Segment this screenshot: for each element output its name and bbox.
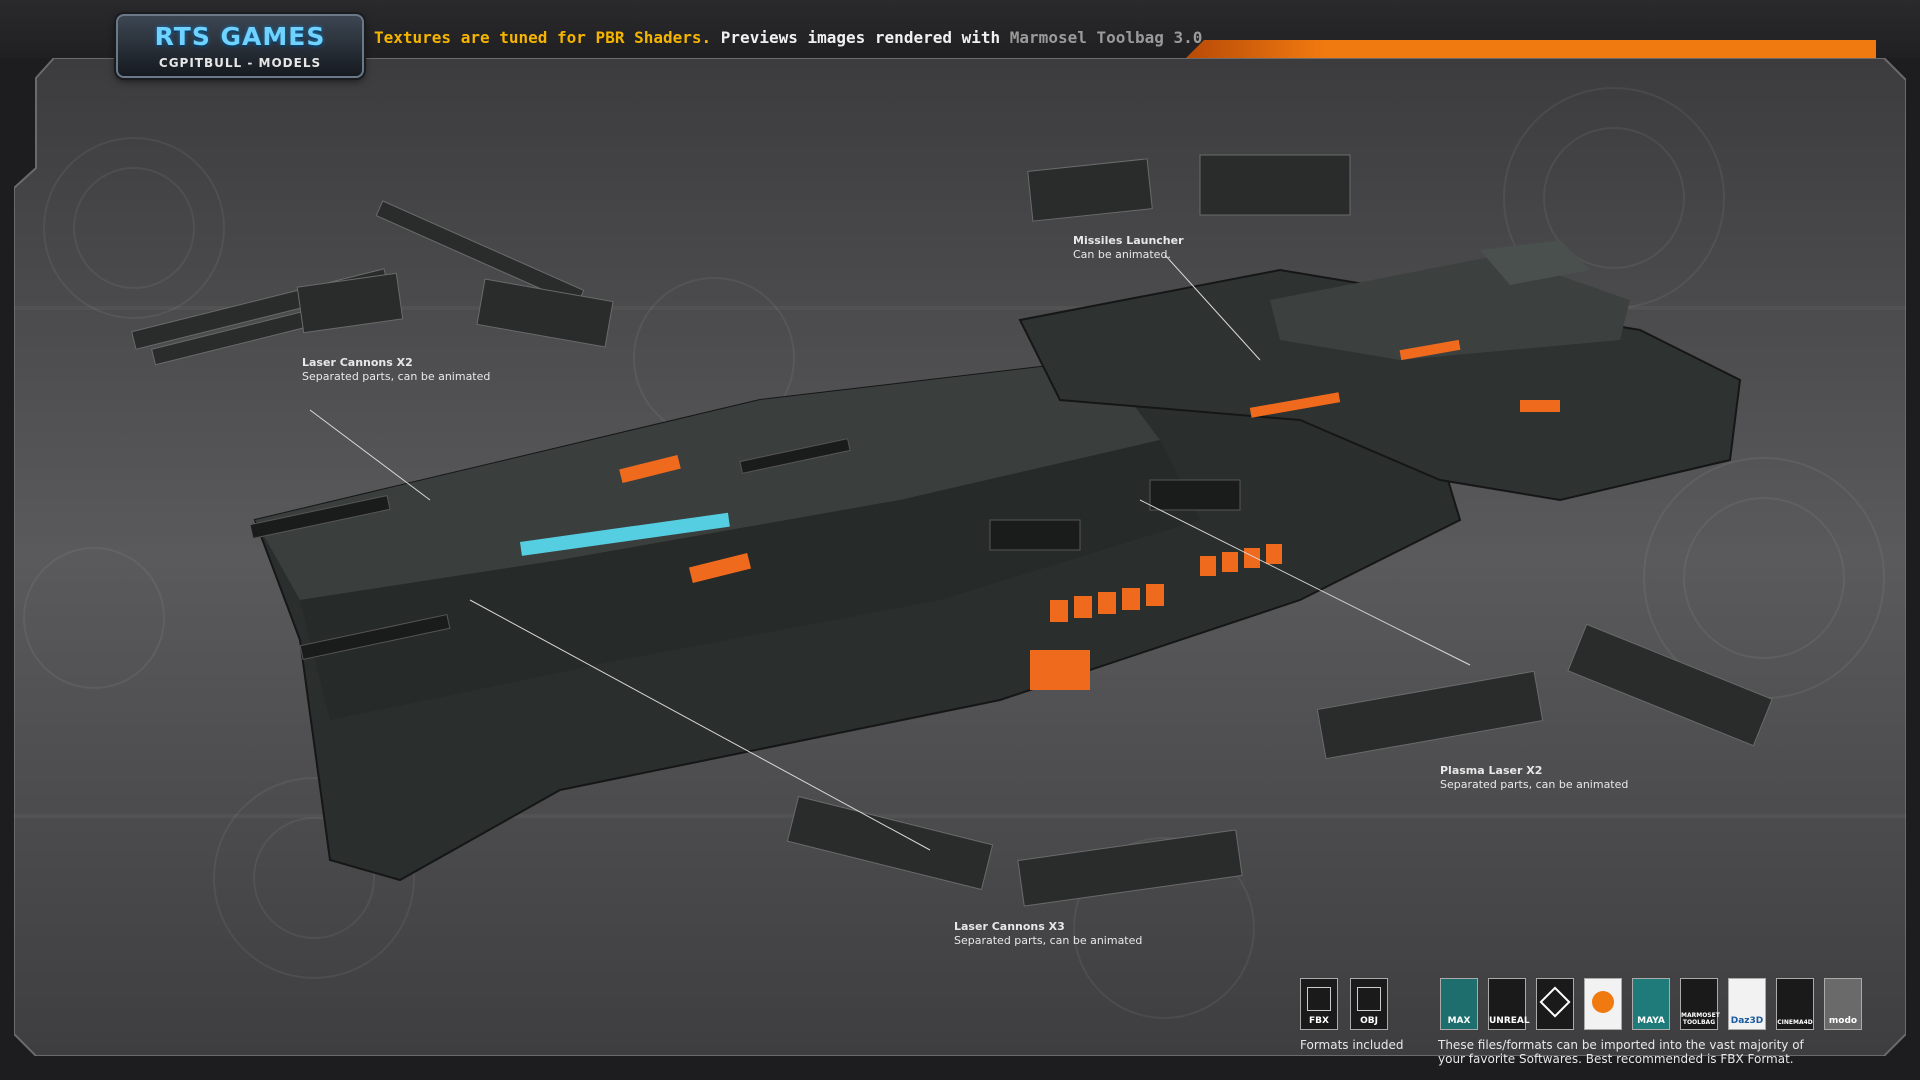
modo-icon: modo — [1824, 978, 1862, 1030]
3ds-max-icon: MAX — [1440, 978, 1478, 1030]
callout-laser3-desc: Separated parts, can be animated — [954, 934, 1143, 947]
logo-subtitle: CGPITBULL - MODELS — [158, 56, 322, 70]
software-caption: These files/formats can be imported into… — [1438, 1038, 1804, 1066]
callout-plasma-title: Plasma Laser X2 — [1440, 764, 1543, 777]
callout-laser3-title: Laser Cannons X3 — [954, 920, 1065, 933]
fbx-label: FBX — [1309, 1016, 1329, 1026]
maya-icon: MAYA — [1632, 978, 1670, 1030]
callout-laser-cannons-x2: Laser Cannons X2 Separated parts, can be… — [302, 356, 490, 384]
brand-logo: RTS GAMES CGPITBULL - MODELS — [116, 14, 364, 78]
header-highlight: Textures are tuned for PBR Shaders. — [374, 28, 712, 47]
callout-missiles-desc: Can be animated. — [1073, 248, 1171, 261]
formats-caption: Formats included — [1300, 1038, 1404, 1052]
callout-plasma-laser-x2: Plasma Laser X2 Separated parts, can be … — [1440, 764, 1628, 792]
obj-label: OBJ — [1360, 1016, 1378, 1026]
obj-format-icon: OBJ — [1350, 978, 1388, 1030]
daz3d-icon: Daz3D — [1728, 978, 1766, 1030]
header-text: Textures are tuned for PBR Shaders. Prev… — [374, 28, 1202, 47]
unity-icon — [1536, 978, 1574, 1030]
callout-laser-cannons-x3: Laser Cannons X3 Separated parts, can be… — [954, 920, 1142, 948]
callout-missiles-launcher: Missiles Launcher Can be animated. — [1073, 234, 1184, 262]
callout-laser2-desc: Separated parts, can be animated — [302, 370, 491, 383]
software-caption-line2: your favorite Softwares. Best recommende… — [1438, 1052, 1794, 1066]
fbx-format-icon: FBX — [1300, 978, 1338, 1030]
header-middle: Previews images rendered with — [711, 28, 1010, 47]
orange-accent-strip — [1186, 40, 1876, 58]
marmoset-toolbag-icon: MARMOSET TOOLBAG — [1680, 978, 1720, 1030]
callout-laser2-title: Laser Cannons X2 — [302, 356, 413, 369]
blender-icon — [1584, 978, 1622, 1030]
software-caption-line1: These files/formats can be imported into… — [1438, 1038, 1804, 1052]
logo-title: RTS GAMES — [154, 22, 326, 51]
callout-plasma-desc: Separated parts, can be animated — [1440, 778, 1629, 791]
callout-missiles-title: Missiles Launcher — [1073, 234, 1184, 247]
header-software: Marmosel Toolbag 3.0 — [1009, 28, 1203, 47]
cinema4d-icon: CINEMA4D — [1776, 978, 1814, 1030]
unreal-engine-icon: UNREAL — [1488, 978, 1530, 1030]
